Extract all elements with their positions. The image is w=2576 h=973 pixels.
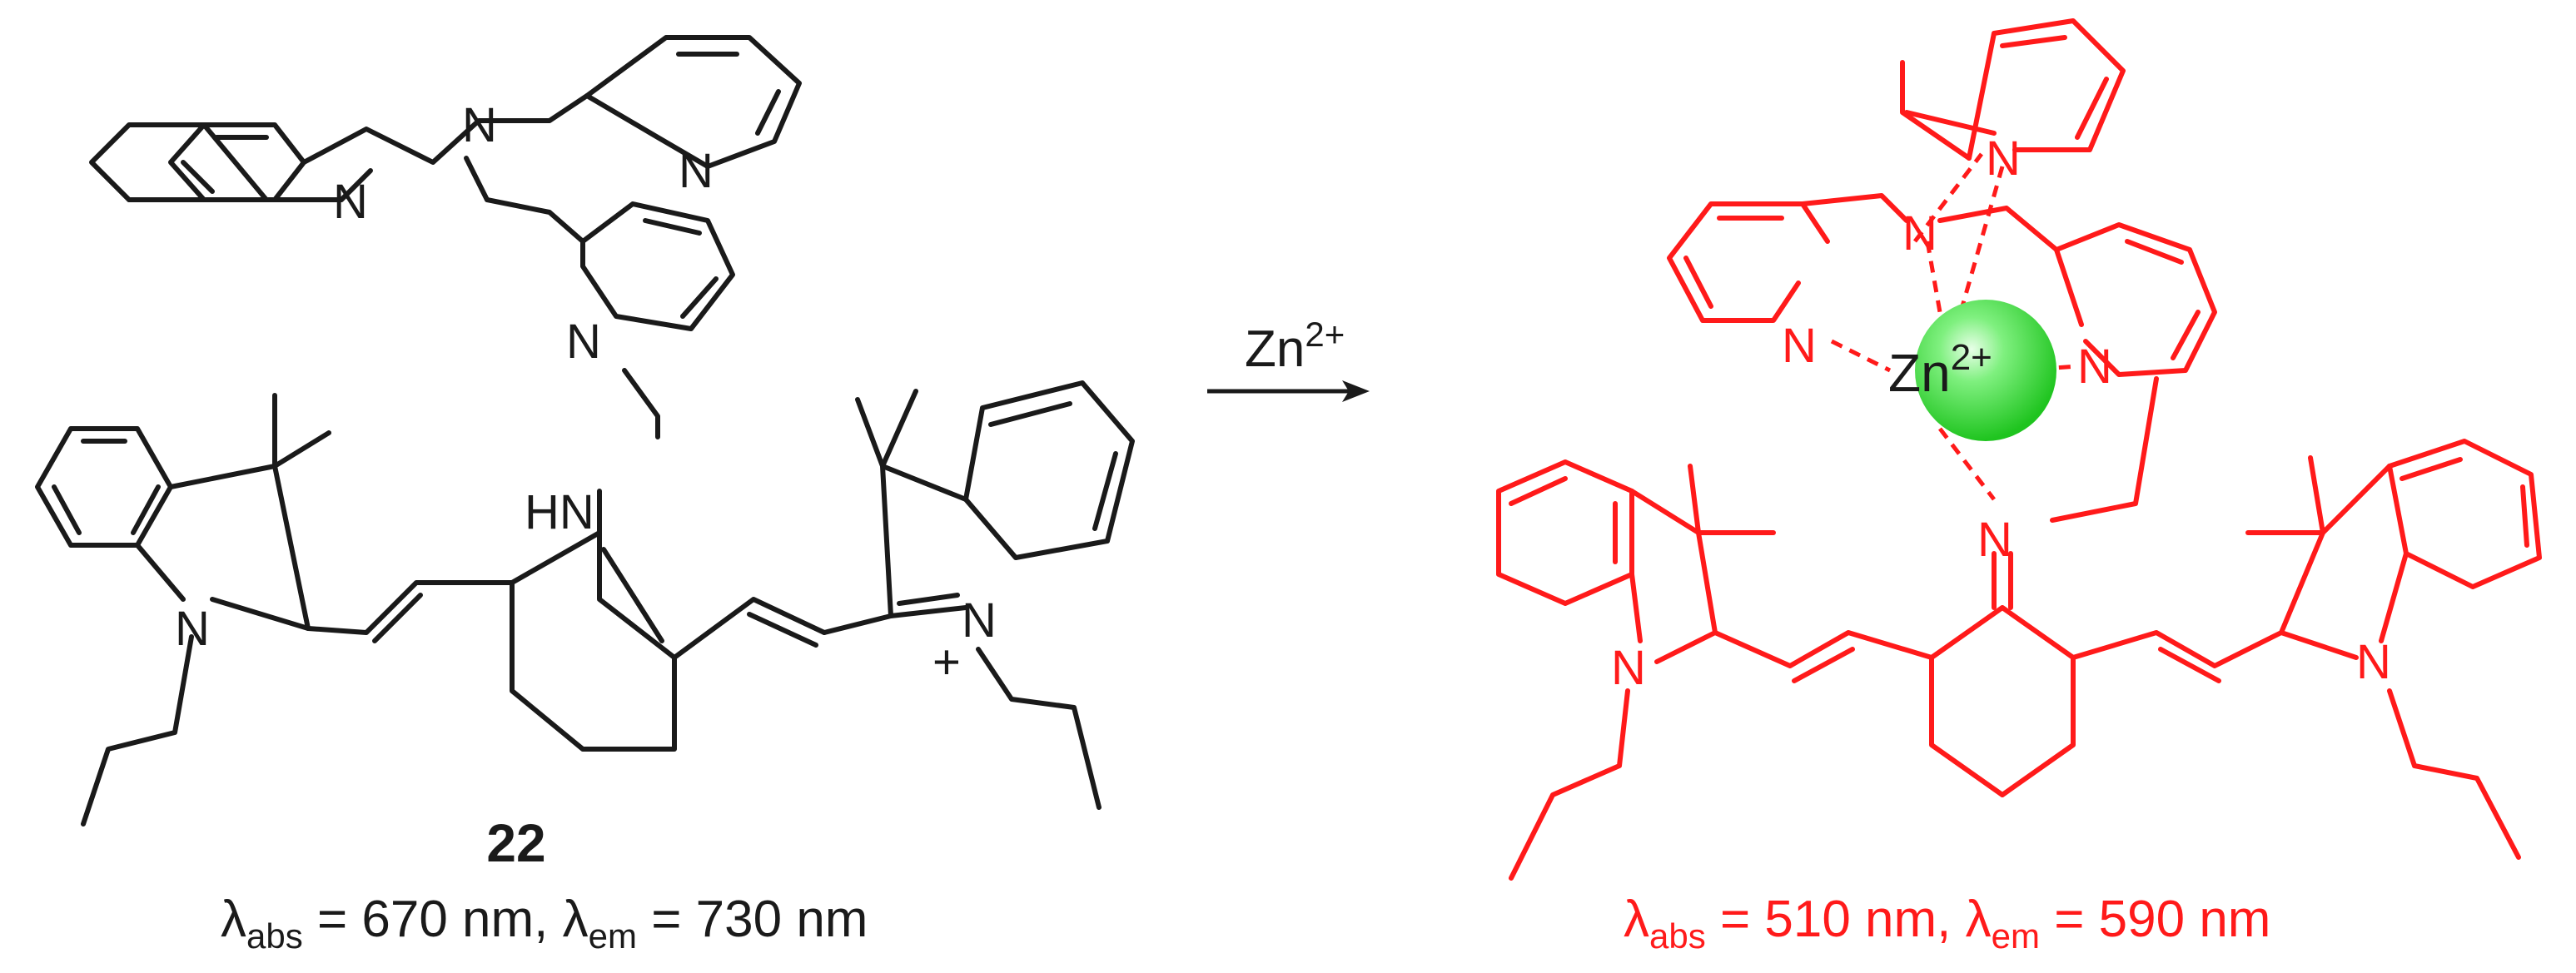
indoline-left [35,393,331,827]
atom-n-pyridine-center: N [566,315,601,369]
plus-charge: + [932,635,961,689]
zinc-ion-sphere [1915,300,2056,441]
atom-n-pyridine-right: N [2077,340,2112,394]
complex-pyridine-top [1900,18,2126,161]
atom-n-indoline-left: N [175,602,210,656]
dpa-arms [301,35,802,439]
atom-n-pyridine-left: N [333,175,368,229]
reagent-label: Zn2+ [1245,315,1345,378]
complex-polymethine-core [1713,551,2284,797]
reaction-arrow [1207,380,1370,402]
atom-n-pyridine-right: N [679,144,714,198]
atom-n-indolium-right: N [962,593,997,648]
complex-indoline-left [1496,459,1776,881]
atom-n-pyridine-left: N [1782,319,1817,373]
atom-n-amine-top: N [462,98,497,152]
caption-right: λabs = 510 nm, λem = 590 nm [1624,891,2270,956]
atom-n-pyridine-top: N [1986,132,2021,186]
polymethine-core [306,489,893,752]
zn-complex-structure [1496,18,2542,881]
indolium-right [855,380,1135,810]
atom-hn: HN [525,485,594,539]
complex-pyridine-right [2050,222,2217,523]
atom-n-indoline-right: N [2356,635,2391,689]
compound-number: 22 [486,813,545,873]
zinc-ion-label: Zn2+ [1888,337,1992,403]
atom-n-indoline-left: N [1611,641,1646,695]
atom-n-imine: N [1977,513,2012,567]
atom-n-amine: N [1902,206,1937,261]
dpa-pyridine-left [89,122,373,202]
complex-indoline-right [2245,439,2542,860]
ligand-22-structure [35,35,1135,827]
caption-left: λabs = 670 nm, λem = 730 nm [221,891,868,956]
complex-pyridine-left [1667,201,1830,323]
